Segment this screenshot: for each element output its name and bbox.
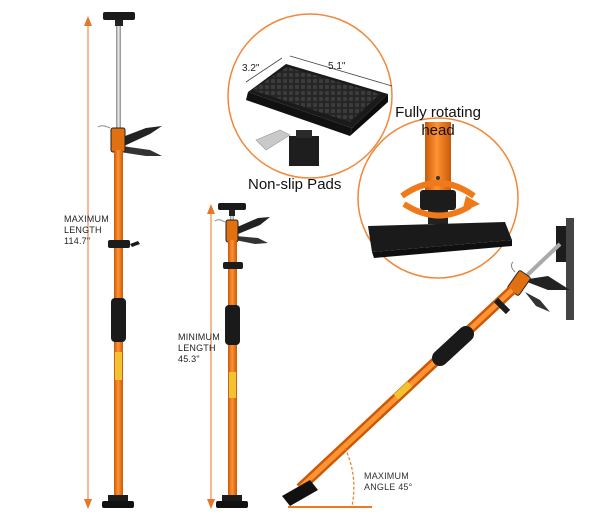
pole-minimum	[207, 203, 270, 509]
min-length-label: MINIMUM LENGTH 45.3"	[178, 332, 220, 365]
max-angle-line2: ANGLE 45°	[364, 482, 413, 492]
rotating-head-line1: Fully rotating	[395, 104, 481, 121]
pole-maximum	[84, 12, 162, 509]
pad-width-label: 3.2"	[242, 63, 260, 74]
rotating-head-line2: head	[421, 122, 455, 139]
pad-length-label: 5.1"	[328, 61, 346, 72]
min-length-value: 45.3"	[178, 354, 200, 364]
pole-angled	[282, 218, 574, 508]
max-length-label: MAXIMUM LENGTH 114.7"	[64, 214, 109, 247]
pad-detail-circle	[227, 13, 393, 179]
min-length-line2: LENGTH	[178, 343, 216, 353]
non-slip-pads-label: Non-slip Pads	[248, 176, 342, 193]
min-length-line1: MINIMUM	[178, 332, 220, 342]
rotating-head-circle	[357, 117, 519, 279]
rotating-head-label: Fully rotating head	[390, 104, 486, 140]
max-angle-line1: MAXIMUM	[364, 471, 409, 481]
max-length-line1: MAXIMUM	[64, 214, 109, 224]
max-length-value: 114.7"	[64, 236, 91, 246]
max-angle-label: MAXIMUM ANGLE 45°	[364, 471, 412, 493]
max-length-line2: LENGTH	[64, 225, 102, 235]
